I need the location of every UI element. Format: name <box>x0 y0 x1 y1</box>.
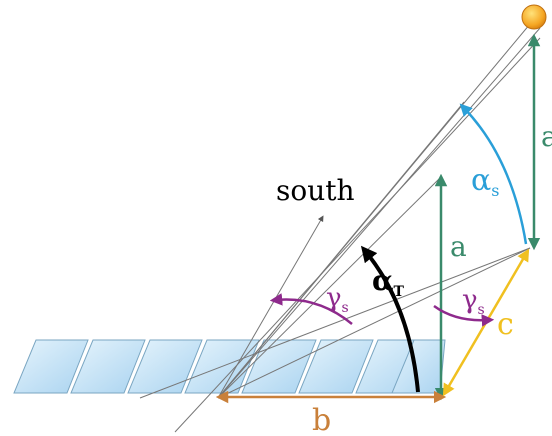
alpha-t-arc <box>360 245 420 393</box>
solar-panel <box>70 339 146 394</box>
b-label: b <box>312 403 331 436</box>
ray-to-sun-2 <box>217 27 541 399</box>
c-label: c <box>497 307 514 342</box>
distance-c-arrow <box>442 248 530 397</box>
a-mid-label: a <box>450 230 467 263</box>
south-axis <box>217 215 324 399</box>
gamma-s-left-arc <box>269 293 353 325</box>
a-right-label: a <box>541 120 552 153</box>
solar-panel <box>127 339 203 394</box>
ray-to-top-a <box>217 176 442 399</box>
alpha-s-label: αs <box>471 163 499 200</box>
gamma-s-right-label: γs <box>462 285 485 318</box>
alpha-s-arc <box>459 103 528 245</box>
gamma-s-left-label: γs <box>326 283 349 316</box>
sun-icon <box>521 4 547 30</box>
south-label: south <box>276 174 355 207</box>
gamma-s-right-arc <box>433 304 495 327</box>
solar-panel <box>13 339 89 394</box>
ray-to-alpha-s <box>217 101 465 399</box>
alpha-t-label: αT <box>372 264 405 300</box>
